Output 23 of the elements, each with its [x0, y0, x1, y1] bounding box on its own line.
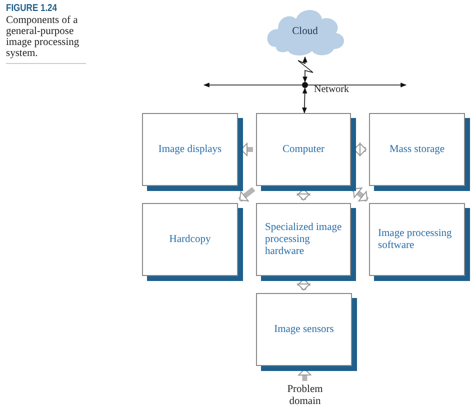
block-arrow: [238, 187, 256, 202]
network-label: Network: [314, 84, 349, 95]
node-label: Computer: [282, 144, 324, 156]
block-arrow: [240, 143, 253, 156]
block-arrow: [297, 188, 310, 200]
node-label: Cloud: [292, 26, 318, 36]
arrow: [203, 82, 302, 88]
node-label: Specialized image processing hardware: [265, 222, 343, 258]
block-arrow: [298, 368, 312, 382]
arrow: [308, 82, 407, 88]
arrow: [298, 56, 314, 83]
node-label: Image processing software: [378, 228, 453, 252]
block-arrow: [354, 143, 366, 156]
figure-number: FIGURE 1.24: [6, 3, 58, 14]
node-label: Image displays: [158, 144, 222, 156]
block-arrow: [297, 278, 310, 290]
arrow: [302, 87, 308, 114]
node-label: Hardcopy: [169, 234, 211, 246]
node-label: Image sensors: [274, 324, 334, 336]
node-label: Mass storage: [389, 144, 445, 156]
figure-caption: Components of a general-purpose image processing system.: [6, 15, 80, 59]
block-arrow: [352, 187, 369, 202]
node-label: Problem domain: [287, 384, 323, 407]
